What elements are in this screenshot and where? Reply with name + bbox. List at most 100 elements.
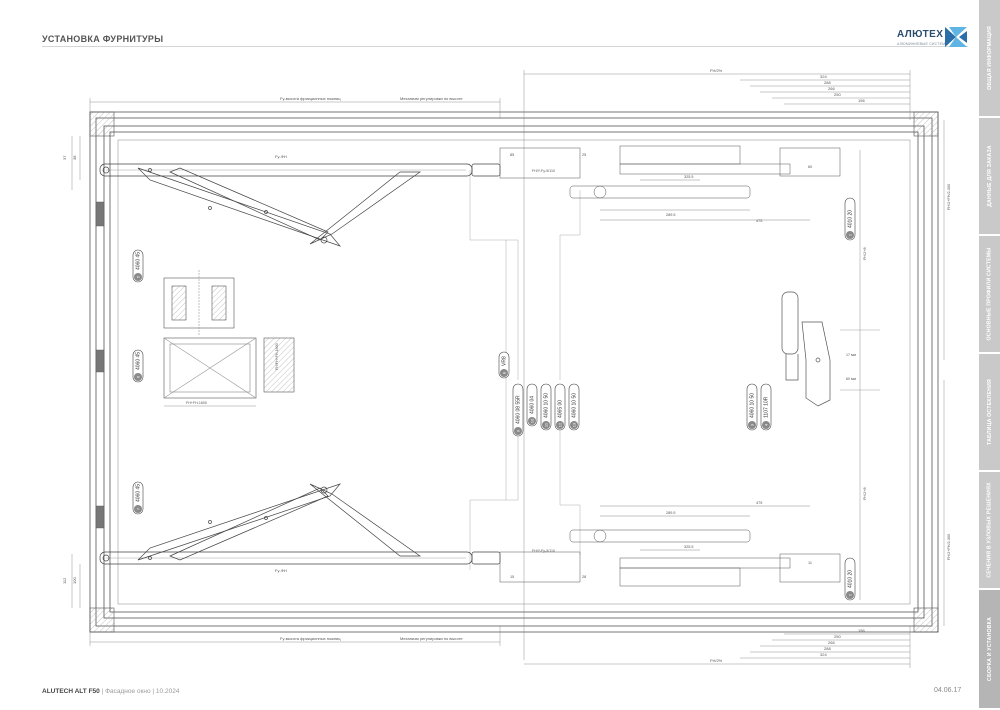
dimension-labels-top: Fy-высота фрикционных ножниц Механизм ре… [280, 68, 865, 103]
hardware-tags-left: 5 4060 45 6 4060 45 7 4060 45 [132, 249, 144, 515]
svg-text:60 мм: 60 мм [846, 377, 856, 381]
adjust-label-top: FН/Y-Fy-5/110 [532, 169, 555, 173]
svg-text:4060 04: 4060 04 [530, 396, 536, 414]
svg-text:9: 9 [515, 429, 520, 432]
svg-text:288: 288 [824, 80, 831, 85]
hardware-tags-right: 1 4010 20 2 4010 20 [844, 197, 856, 601]
svg-text:1107 10R: 1107 10R [764, 396, 770, 418]
tab-main-profiles[interactable]: ОСНОВНЫЕ ПРОФИЛИ СИСТЕМЫ [979, 236, 1000, 354]
svg-text:15: 15 [510, 575, 514, 579]
page-title: УСТАНОВКА ФУРНИТУРЫ [42, 34, 164, 44]
svg-text:60: 60 [808, 165, 812, 169]
hardware-detail-bottom [499, 505, 841, 587]
header-divider [42, 46, 968, 47]
page-number: 04.06.17 [934, 687, 962, 694]
svg-text:Fy-высота фрикционных ножниц: Fy-высота фрикционных ножниц [280, 636, 341, 641]
svg-text:4060 08 55R: 4060 08 55R [516, 395, 522, 424]
hardware-detail-top [499, 145, 841, 221]
svg-text:8: 8 [501, 371, 506, 374]
svg-text:156: 156 [858, 98, 865, 103]
profile-section-labels: FН+FН-1600 FН/FН+FН-1600 [186, 343, 279, 405]
svg-text:38: 38 [72, 155, 77, 160]
hardware-tag: 6 4060 45 [132, 349, 144, 383]
tab-general-info[interactable]: ОБЩАЯ ИНФОРМАЦИЯ [979, 0, 1000, 118]
footer-date: 10.2024 [155, 688, 180, 695]
svg-text:FН/2+8: FН/2+8 [863, 487, 867, 500]
svg-text:100: 100 [72, 577, 77, 584]
logo-subtitle: АЛЮМИНИЕВЫЕ СИСТЕМЫ [897, 42, 949, 46]
hardware-tag: 12 4065 00 [554, 383, 566, 431]
svg-text:2: 2 [847, 593, 852, 596]
dimension-labels-bottom: Fy-высота фрикционных ножниц Механизм ре… [280, 628, 865, 663]
svg-text:Механизм регулировки по высоте: Механизм регулировки по высоте [400, 96, 463, 101]
footer-subtitle: Фасадное окно [105, 688, 151, 695]
svg-text:325.5: 325.5 [684, 175, 694, 179]
svg-text:4060 45: 4060 45 [136, 484, 142, 502]
svg-text:475: 475 [756, 219, 762, 223]
window-handle [781, 291, 880, 407]
svg-text:4: 4 [763, 423, 768, 426]
hardware-detail-top-labels: 325.5 289.5 475 85 25 60 [510, 153, 812, 223]
svg-text:12: 12 [557, 422, 562, 427]
svg-text:475: 475 [756, 501, 762, 505]
svg-text:266: 266 [828, 640, 835, 645]
svg-text:13: 13 [571, 422, 576, 427]
adjust-label-bottom: FН/Y-Fy-5/110 [532, 549, 555, 553]
hardware-tag: 9 4060 08 55R [512, 383, 524, 437]
svg-text:5: 5 [135, 275, 140, 278]
svg-text:4060 45: 4060 45 [136, 352, 142, 370]
svg-text:FН/2+FН/2-300: FН/2+FН/2-300 [947, 184, 951, 210]
profile-section-upper [163, 270, 235, 336]
hardware-installation-drawing: Fy-высота фрикционных ножниц Механизм ре… [62, 68, 951, 668]
logo-mark-icon [945, 27, 967, 47]
svg-text:6: 6 [135, 375, 140, 378]
dimension-labels-left: 37 38 112 100 [62, 155, 77, 584]
svg-text:11: 11 [808, 561, 812, 565]
svg-text:250: 250 [834, 92, 841, 97]
svg-text:250: 250 [834, 634, 841, 639]
dimension-lines-left [71, 136, 81, 608]
dimension-labels-right: FН/2+FН/2-300 FН/2+FН/2-300 FН/2+8 FН/2+… [863, 184, 951, 560]
svg-text:VR8: VR8 [502, 356, 508, 366]
scissor-arm-bottom [99, 483, 501, 565]
svg-text:266: 266 [828, 86, 835, 91]
svg-text:37: 37 [62, 155, 67, 160]
svg-text:325.5: 325.5 [684, 545, 694, 549]
hardware-tag: 10 4060 04 [526, 383, 538, 427]
hardware-tag: 11 4060 10 50 [540, 383, 552, 431]
svg-text:289.5: 289.5 [666, 511, 676, 515]
dimension-lines-right [859, 120, 945, 626]
svg-text:1: 1 [847, 233, 852, 236]
profile-section-lower [163, 337, 295, 407]
hardware-tag: 7 4060 45 [132, 481, 144, 515]
scissor-arm-top [99, 163, 501, 247]
hardware-tag: 2 4010 20 [844, 557, 856, 601]
tab-node-sections[interactable]: СЕЧЕНИЯ В УЗЛОВЫХ РЕШЕНИЯХ [979, 472, 1000, 590]
svg-text:3: 3 [749, 423, 754, 426]
arm-label-top: Fy-ФН [275, 154, 287, 159]
tab-order-data[interactable]: ДАННЫЕ ДЛЯ ЗАКАЗА [979, 118, 1000, 236]
hardware-tag: 4 1107 10R [760, 383, 772, 431]
svg-text:Fy-высота фрикционных ножниц: Fy-высота фрикционных ножниц [280, 96, 341, 101]
svg-text:324: 324 [820, 74, 827, 79]
svg-text:FН/2+FН/2-300: FН/2+FН/2-300 [947, 534, 951, 560]
svg-text:25: 25 [582, 153, 586, 157]
svg-text:28: 28 [582, 575, 586, 579]
svg-text:289.5: 289.5 [666, 213, 676, 217]
svg-text:Механизм регулировки по высоте: Механизм регулировки по высоте [400, 636, 463, 641]
brand-logo: АЛЮТЕХ АЛЮМИНИЕВЫЕ СИСТЕМЫ [897, 27, 969, 49]
svg-text:4065 00: 4065 00 [558, 400, 564, 418]
svg-text:4060 10 50: 4060 10 50 [544, 393, 550, 418]
tab-assembly[interactable]: СБОРКА И УСТАНОВКА [979, 590, 1000, 710]
svg-text:4060 10 50: 4060 10 50 [572, 393, 578, 418]
hardware-tags-handle: 3 4060 10 50 4 1107 10R [746, 383, 772, 431]
svg-text:17 мм: 17 мм [846, 353, 856, 357]
svg-text:10: 10 [529, 418, 534, 423]
svg-text:FН/FН+FН-1600: FН/FН+FН-1600 [275, 343, 279, 370]
hardware-tag: 13 4060 10 50 [568, 383, 580, 431]
arm-label-bottom: Fy-ФН [275, 568, 287, 573]
svg-text:11: 11 [543, 422, 548, 427]
svg-text:85: 85 [510, 153, 514, 157]
tab-glazing-table[interactable]: ТАБЛИЦА ОСТЕКЛЕНИЯ [979, 354, 1000, 472]
center-guides [469, 170, 581, 570]
